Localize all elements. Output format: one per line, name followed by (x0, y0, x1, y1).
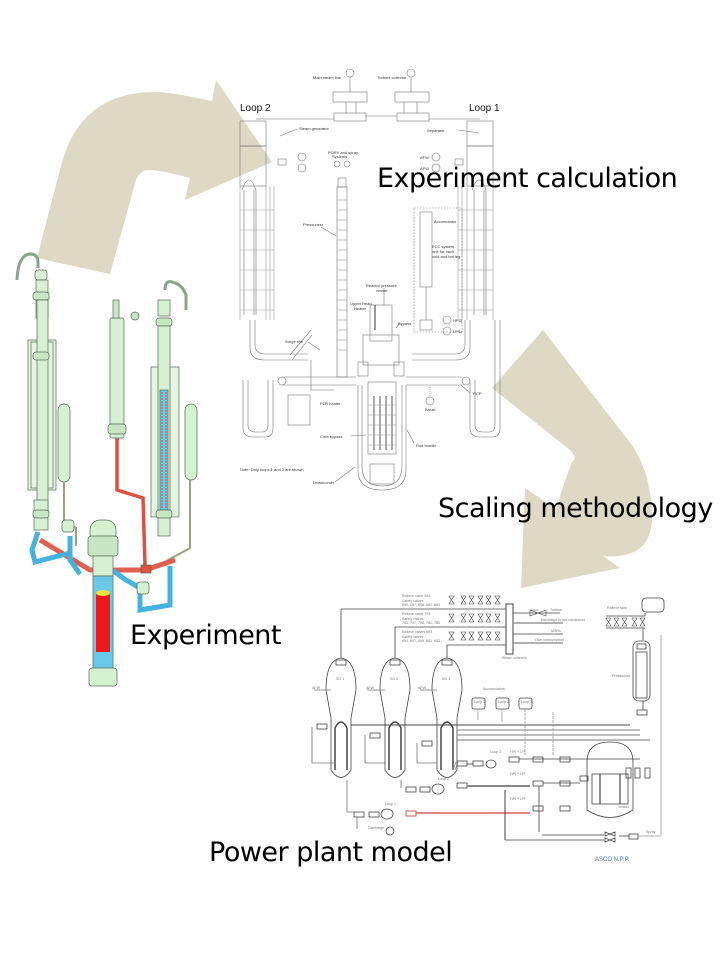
vessel-label: Vessel (618, 805, 629, 809)
arrow-calculation-to-plant (492, 330, 652, 588)
rcp-label: RCP (473, 391, 482, 396)
porv-systems-label: Systems (332, 154, 347, 159)
afw-label-1: AFW (420, 155, 429, 160)
loop-3-label: Loop 3 (490, 750, 501, 754)
acc-loop-1-label: Loop 1 (474, 700, 485, 704)
hpi-lpi-label-3: HPI + LPI (510, 797, 525, 801)
accumulators-label: Accumulators (483, 687, 505, 691)
turbine-label: Turbine (550, 608, 562, 612)
relief-valve-3-label: Relieve valves 893 (402, 630, 432, 634)
caption-scaling-methodology: Scaling methodology (438, 493, 713, 524)
hpi-lpi-label-2: HPI + LPI (510, 772, 525, 776)
downcomer-label: Downcomer (313, 480, 335, 485)
steam-generators (325, 657, 463, 778)
turbine-collector-label: Turbine collector (377, 75, 407, 80)
afw-3-label: AFW (418, 686, 427, 690)
spray-label: Spray (646, 830, 656, 834)
upper-head-label-2: Heater (354, 306, 367, 311)
relief-valve-2-label: Relieve valve 793 (402, 612, 430, 616)
afw-2-label: AFW (366, 686, 375, 690)
caption-experiment: Experiment (130, 620, 282, 651)
safety-valves-1-label: Safety valves (402, 599, 424, 603)
break-label: Break (425, 407, 435, 412)
discharge-condenser-label: Discharge to the condenser (541, 618, 586, 622)
rod-bundle-label: Rod bundle (416, 443, 437, 448)
loop-1-label: Loop 1 (469, 103, 500, 114)
ecc-label-3: cold and hot leg (432, 254, 460, 259)
caption-power-plant-model: Power plant model (209, 837, 453, 868)
loop-2-label: Loop 2 (240, 103, 271, 114)
surge-line-label: Surge line (285, 339, 304, 344)
relieve-tank-label: Relieve tank (607, 606, 627, 610)
bypass-label: Bypass (398, 321, 411, 326)
porv-label: PORV and spray (328, 150, 358, 155)
steam-generator-label: Steam generator (299, 126, 329, 131)
arrow-experiment-to-calculation (37, 80, 272, 274)
separator-label: Separator (427, 128, 445, 133)
ecc-label-2: one for each (432, 249, 454, 254)
afw-1-label: AFW (312, 686, 321, 690)
plant-model-credit: ASCO N.P.P. (595, 857, 630, 863)
own-consumption-label: Own consumption (535, 638, 564, 642)
sg-2-label: SG 2 (390, 677, 398, 681)
discharge-label: Discharge (368, 826, 384, 830)
pressurizer-label: Pressurizer (303, 222, 324, 227)
ecc-label-1: ECC system, (432, 244, 455, 249)
loop-2-label: Loop 2 (438, 777, 449, 781)
msrs-label: MSRs (551, 629, 561, 633)
break-icon (425, 396, 435, 406)
main-steam-line-label: Main steam line (313, 75, 342, 80)
hpsi-label: HPSI (453, 318, 462, 323)
hpi-lpi-label-1: HPI + LPI (510, 750, 525, 754)
rpv-label-1: Reactor pressure (366, 283, 397, 288)
acc-loop-3-label: Loop 3 (521, 700, 532, 704)
afw-label-2: AFW (420, 166, 429, 171)
pressurizer-label: Pressurizer (612, 674, 631, 678)
sg-1-label: SG 1 (336, 677, 344, 681)
steam-collector-label: Steam collector (502, 656, 528, 660)
safety-valves-3-values: 893, 897, 898, 881, 883 (402, 639, 440, 643)
lpsi-label: LPSI (453, 329, 462, 334)
safety-valves-3-label: Safety valves (402, 635, 424, 639)
pzr-heater-label: PZR heater (320, 401, 341, 406)
safety-valves-2-values: 793, 797, 798, 781, 783 (402, 621, 440, 625)
caption-experiment-calculation: Experiment calculation (377, 163, 678, 194)
relief-valve-1-label: Relieve valve 893 (402, 594, 430, 598)
safety-valves-1-values: 690, 697, 698, 681, 683 (402, 603, 440, 607)
loop-1-label: Loop 1 (385, 802, 396, 806)
core-bypass-label: Core bypass (320, 434, 342, 439)
accumulator-label: Accumulator (434, 219, 457, 224)
upper-head-label-1: Upper Head (350, 301, 372, 306)
safety-valves-2-label: Safety valves (402, 617, 424, 621)
acc-loop-2-label: Loop 2 (498, 700, 509, 704)
rpv-label-2: vessel (376, 288, 387, 293)
sg-3-label: SG 3 (442, 677, 450, 681)
diagram-note: Note: Only loops 1 and 2 are shown (240, 467, 304, 472)
